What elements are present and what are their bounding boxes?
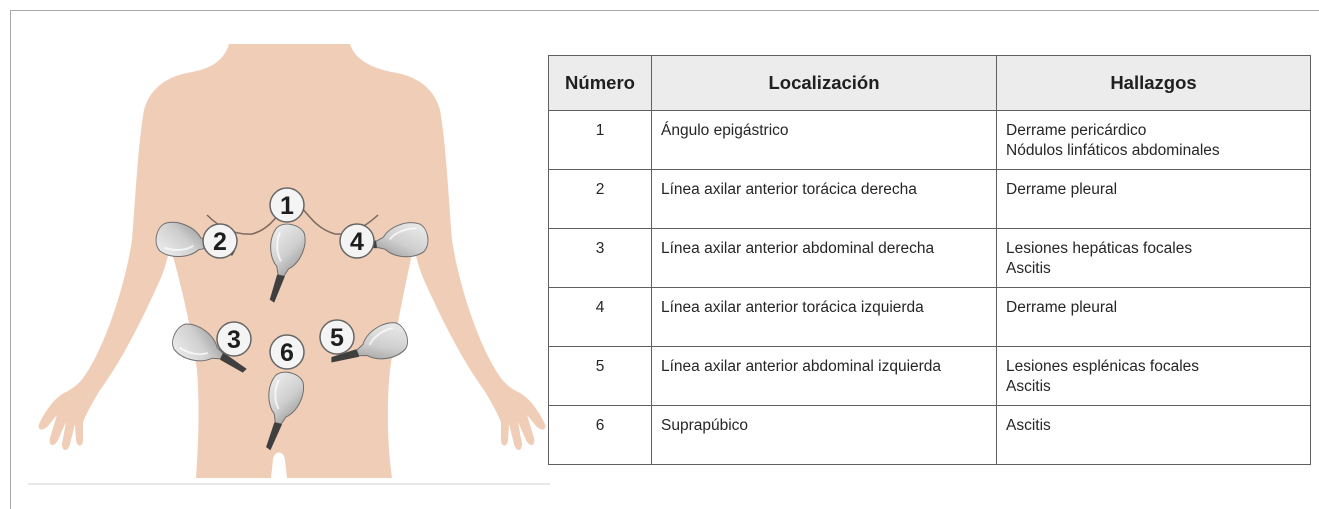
table-row: 6 Suprapúbico Ascitis (548, 405, 1311, 465)
marker-5-label: 5 (330, 324, 344, 352)
frame-top-border (10, 10, 1319, 11)
row-location: Ángulo epigástrico (651, 110, 997, 170)
torso-svg: 1 2 4 3 5 6 (28, 44, 550, 485)
header-findings: Hallazgos (996, 55, 1311, 111)
row-number: 3 (548, 228, 652, 288)
row-number: 4 (548, 287, 652, 347)
marker-4: 4 (339, 223, 375, 259)
marker-2: 2 (202, 223, 238, 259)
table-row: 1 Ángulo epigástrico Derrame pericárdico… (548, 110, 1311, 170)
row-location: Línea axilar anterior abdominal izquierd… (651, 346, 997, 406)
frame-left-border (10, 10, 11, 509)
row-number: 1 (548, 110, 652, 170)
finding-item: Ascitis (1006, 417, 1051, 434)
row-findings: Lesiones hepáticas focales Ascitis (996, 228, 1311, 288)
table-row: 5 Línea axilar anterior abdominal izquie… (548, 346, 1311, 406)
torso-diagram: 1 2 4 3 5 6 (22, 30, 550, 492)
header-number: Número (548, 55, 652, 111)
row-number: 6 (548, 405, 652, 465)
row-number: 2 (548, 169, 652, 229)
table-row: 3 Línea axilar anterior abdominal derech… (548, 228, 1311, 288)
marker-3-label: 3 (227, 326, 241, 354)
table-header-row: Número Localización Hallazgos (548, 55, 1311, 111)
marker-6-label: 6 (280, 339, 294, 367)
marker-5: 5 (319, 319, 355, 355)
marker-2-label: 2 (213, 228, 227, 256)
row-findings: Derrame pericárdico Nódulos linfáticos a… (996, 110, 1311, 170)
marker-4-label: 4 (350, 228, 364, 256)
marker-1-label: 1 (280, 192, 294, 220)
finding-item: Ascitis (1006, 260, 1051, 277)
table-row: 4 Línea axilar anterior torácica izquier… (548, 287, 1311, 347)
finding-item: Derrame pericárdico (1006, 122, 1147, 139)
row-location: Suprapúbico (651, 405, 997, 465)
marker-3: 3 (216, 321, 252, 357)
finding-item: Nódulos linfáticos abdominales (1006, 142, 1220, 159)
finding-item: Derrame pleural (1006, 181, 1118, 198)
row-findings: Derrame pleural (996, 287, 1311, 347)
header-location: Localización (651, 55, 997, 111)
finding-item: Derrame pleural (1006, 299, 1118, 316)
findings-table: Número Localización Hallazgos 1 Ángulo e… (548, 55, 1311, 465)
row-findings: Ascitis (996, 405, 1311, 465)
finding-item: Ascitis (1006, 378, 1051, 395)
finding-item: Lesiones hepáticas focales (1006, 240, 1193, 257)
row-findings: Lesiones esplénicas focales Ascitis (996, 346, 1311, 406)
row-location: Línea axilar anterior torácica derecha (651, 169, 997, 229)
marker-6: 6 (269, 334, 305, 370)
row-findings: Derrame pleural (996, 169, 1311, 229)
row-location: Línea axilar anterior abdominal derecha (651, 228, 997, 288)
row-number: 5 (548, 346, 652, 406)
row-location: Línea axilar anterior torácica izquierda (651, 287, 997, 347)
table-row: 2 Línea axilar anterior torácica derecha… (548, 169, 1311, 229)
marker-1: 1 (269, 187, 305, 223)
finding-item: Lesiones esplénicas focales (1006, 358, 1200, 375)
